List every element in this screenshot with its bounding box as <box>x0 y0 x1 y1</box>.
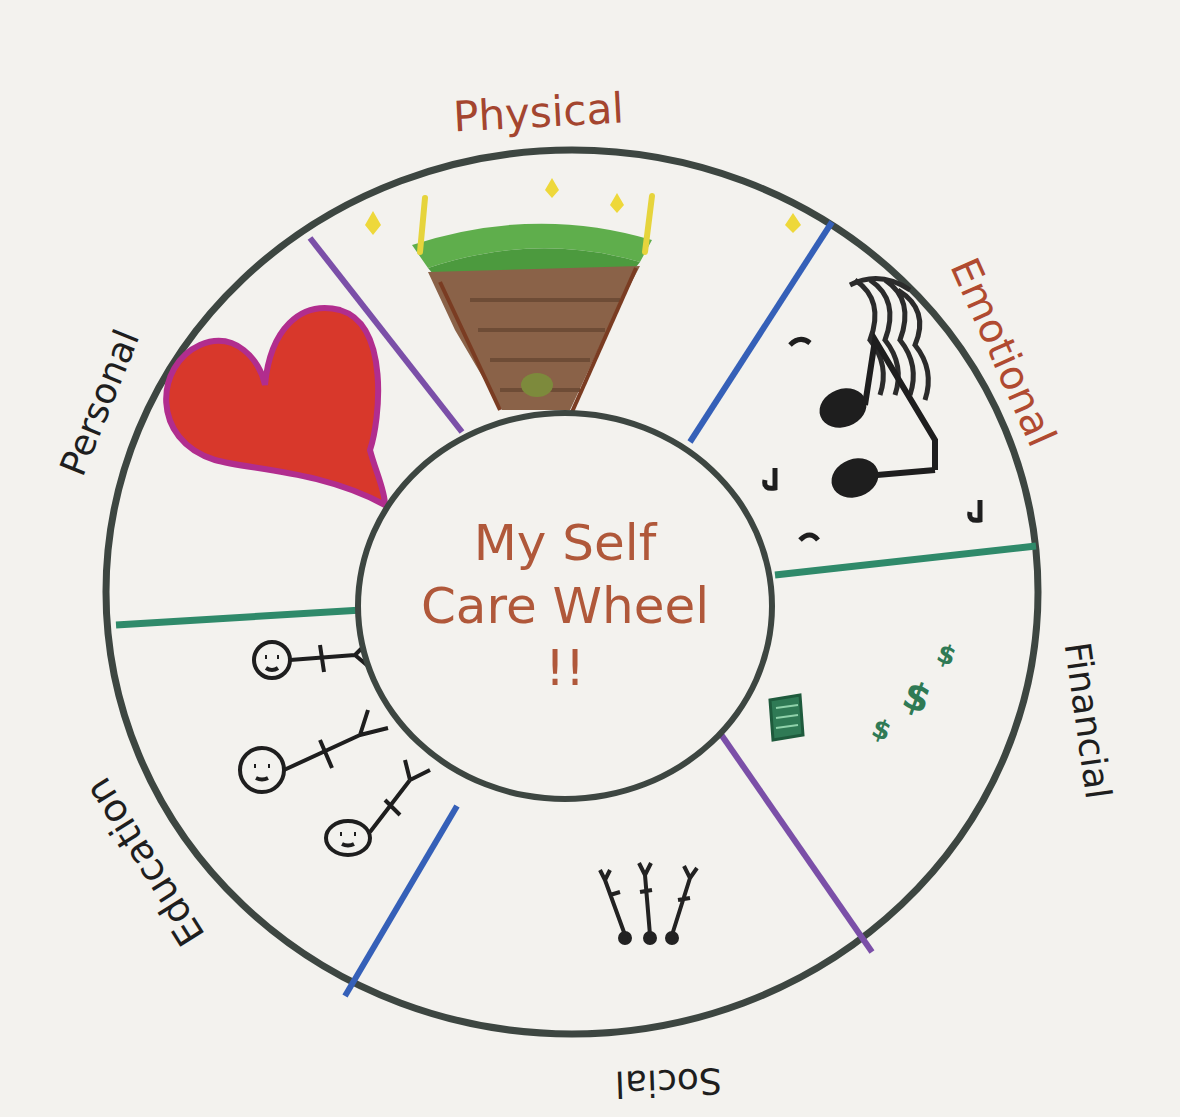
center-circle: My Self Care Wheel !! <box>355 410 775 802</box>
svg-text:$: $ <box>933 637 960 671</box>
svg-text:$: $ <box>897 672 937 722</box>
wheel-title: My Self Care Wheel !! <box>420 512 710 700</box>
segment-label: Physical <box>451 83 624 141</box>
svg-text:$: $ <box>868 712 895 746</box>
segment-label: Social <box>614 1060 722 1105</box>
segment-label: Education <box>76 770 214 954</box>
segment-label: Financial <box>1057 639 1120 801</box>
segment-label: Personal <box>52 323 147 480</box>
